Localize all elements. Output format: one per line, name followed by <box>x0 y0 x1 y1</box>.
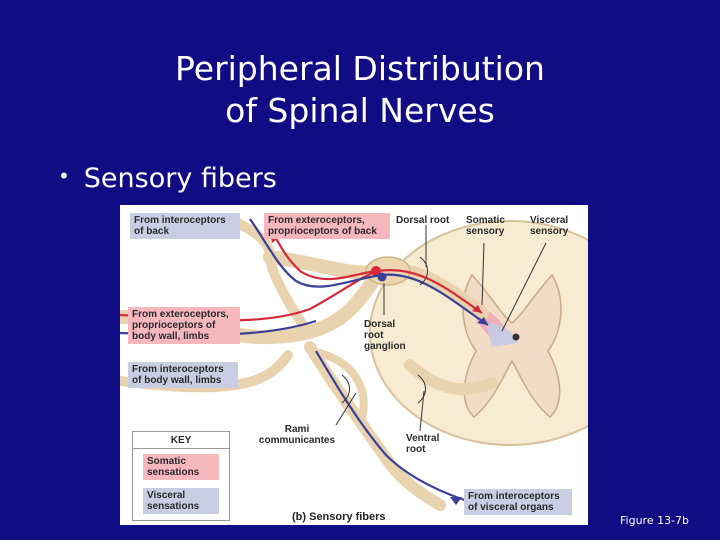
key-somatic: Somatic sensations <box>143 454 219 480</box>
label-exteroceptors-back: From exteroceptors, proprioceptors of ba… <box>264 213 390 239</box>
dorsal-ramus <box>225 214 313 338</box>
label-rami-communicantes: Rami communicantes <box>258 424 336 446</box>
key-box: KEY Somatic sensations Visceral sensatio… <box>132 431 230 521</box>
slide-title: Peripheral Distribution of Spinal Nerves <box>60 48 660 132</box>
visceral-cell-body <box>377 272 387 282</box>
visceral-fiber-back <box>249 218 489 326</box>
label-interoceptors-visceral: From interoceptors of visceral organs <box>464 489 572 515</box>
visceral-fiber-organs <box>315 350 481 507</box>
figure-caption: (b) Sensory fibers <box>292 511 386 523</box>
key-title: KEY <box>170 435 192 446</box>
figure-number: Figure 13-7b <box>620 514 690 527</box>
visceral-horn <box>486 323 518 347</box>
visceral-arrow-organs-icon <box>450 497 462 505</box>
label-dorsal-root: Dorsal root <box>396 215 450 226</box>
spinal-nerve-illustration <box>120 214 588 511</box>
leader-visceral-sensory <box>501 242 547 332</box>
bullet-item: • Sensory fibers <box>58 163 277 194</box>
sheath-mark-rami <box>341 374 350 404</box>
label-visceral-sensory: Visceral sensory <box>530 215 569 237</box>
label-interoceptors-back: From interoceptors of back <box>130 213 240 239</box>
key-divider <box>133 448 229 449</box>
visceral-branch <box>316 349 368 429</box>
leader-rami <box>335 392 357 426</box>
sensory-fibers-figure: From interoceptors of back From exteroce… <box>120 205 588 525</box>
label-dorsal-root-ganglion: Dorsal root ganglion <box>364 319 406 352</box>
label-exteroceptors-body: From exteroceptors, proprioceptors of bo… <box>128 307 240 344</box>
bullet-text: Sensory fibers <box>83 163 277 194</box>
sheath-mark-dorsal <box>419 256 428 286</box>
ventral-root-nerve <box>404 359 498 396</box>
bullet-dot-icon: • <box>58 164 70 188</box>
somatic-arrow-icon <box>472 305 482 313</box>
somatic-cell-body <box>371 266 381 276</box>
central-canal <box>512 333 520 341</box>
ventral-ramus <box>304 341 446 511</box>
label-interoceptors-body: From interoceptors of body wall, limbs <box>128 362 238 388</box>
title-line-2: of Spinal Nerves <box>225 91 495 130</box>
somatic-fiber-back <box>264 218 376 281</box>
leader-somatic-sensory <box>481 242 485 306</box>
visceral-arrow-icon <box>477 317 488 325</box>
label-somatic-sensory: Somatic sensory <box>466 215 505 237</box>
title-line-1: Peripheral Distribution <box>175 49 545 88</box>
label-ventral-root: Ventral root <box>406 433 440 455</box>
key-visceral: Visceral sensations <box>143 488 219 514</box>
sheath-mark-ventral <box>417 374 426 404</box>
